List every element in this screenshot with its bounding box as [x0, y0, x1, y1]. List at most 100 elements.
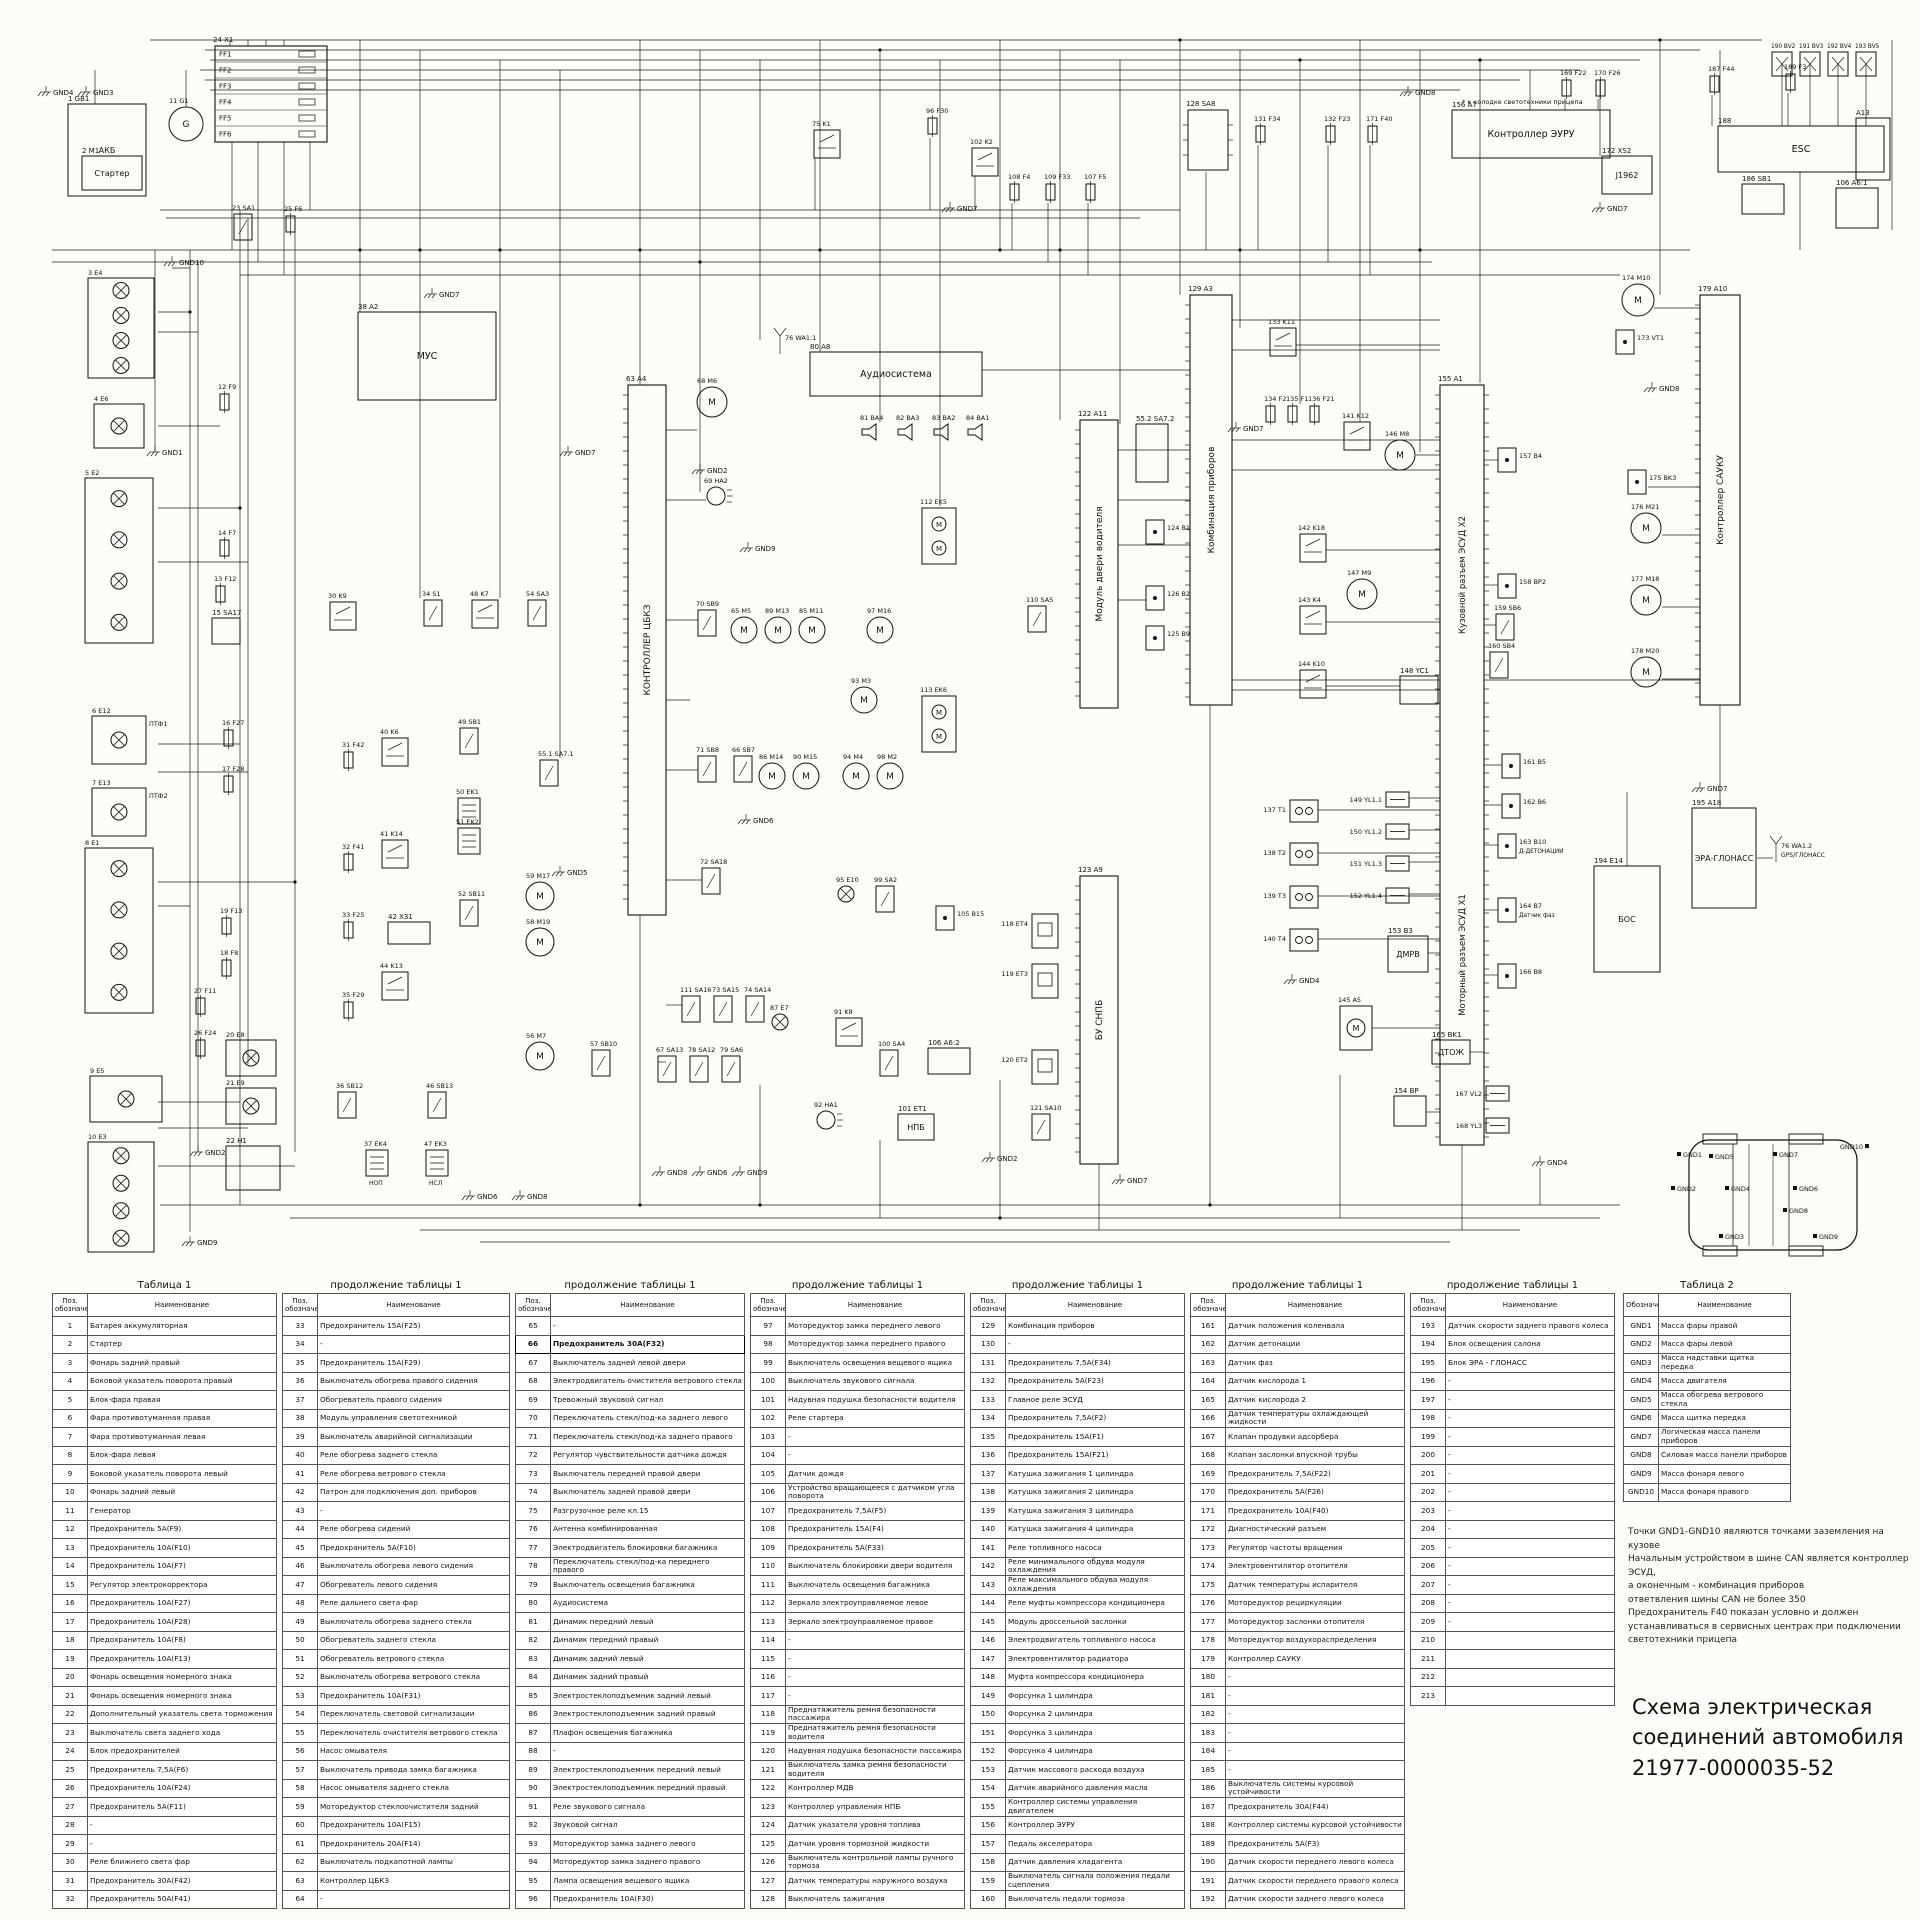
row-number: 74	[515, 1482, 551, 1502]
svg-text:153 B3: 153 B3	[1388, 927, 1413, 935]
row-number: 75	[515, 1501, 551, 1521]
title-line: Схема электрическая	[1632, 1695, 1873, 1719]
component-186-SB1: 186 SB1	[1741, 175, 1785, 215]
column-header: Поз. обозначение	[750, 1293, 786, 1317]
column-header: Наименование	[87, 1293, 277, 1317]
row-number: 155	[970, 1797, 1006, 1817]
component-25-F6: 25 F6	[284, 205, 302, 235]
component-10-E3: 10 E3	[87, 1133, 155, 1253]
row-name: Предохранитель 10А(F24)	[87, 1778, 277, 1798]
row-number: 90	[515, 1778, 551, 1798]
svg-text:63 A4: 63 A4	[626, 375, 647, 383]
row-number: 118	[750, 1704, 786, 1724]
component-35-F29: 35 F29	[342, 991, 364, 1021]
svg-text:M: M	[1642, 668, 1650, 678]
component-192-BV4: 192 BV4	[1827, 44, 1852, 77]
column-header: Поз. обозначение	[515, 1293, 551, 1317]
row-name: -	[1445, 1612, 1615, 1632]
component-83-BA2: 83 BA2	[932, 414, 955, 441]
component-75-K1: 75 K1	[812, 120, 841, 159]
row-number: 165	[1190, 1390, 1226, 1410]
row-number: 133	[970, 1390, 1006, 1410]
row-number: 132	[970, 1371, 1006, 1391]
svg-text:124 B1: 124 B1	[1167, 524, 1190, 532]
component-27-F11: 27 F11	[194, 987, 216, 1017]
svg-text:147 M9: 147 M9	[1347, 569, 1371, 577]
row-name: -	[1225, 1704, 1405, 1724]
row-name: Реле звукового сигнала	[550, 1797, 745, 1817]
row-name: Предохранитель 30А(F42)	[87, 1871, 277, 1891]
row-number: 113	[750, 1612, 786, 1632]
component-144-K10: 144 K10	[1298, 660, 1327, 699]
title-line: соединений автомобиля	[1632, 1725, 1904, 1750]
svg-text:83 BA2: 83 BA2	[932, 414, 955, 422]
row-number: 44	[282, 1519, 318, 1539]
component-138-T2: 138 T2	[1263, 842, 1319, 866]
component-16-F27: 16 F27	[222, 719, 244, 749]
column-header: Поз. обозначение	[52, 1293, 88, 1317]
row-number: 211	[1410, 1649, 1446, 1669]
svg-text:54 SA3: 54 SA3	[526, 590, 549, 598]
component-21-E9: 21 E9	[225, 1079, 277, 1125]
svg-text:81 BA4: 81 BA4	[860, 414, 883, 422]
svg-text:7 E13: 7 E13	[92, 779, 111, 787]
row-name: Аудиосистема	[550, 1593, 745, 1613]
svg-text:82 BA3: 82 BA3	[896, 414, 919, 422]
row-number: 94	[515, 1852, 551, 1872]
svg-text:131 F34: 131 F34	[1254, 115, 1280, 123]
row-number: 105	[750, 1464, 786, 1484]
svg-text:M: M	[1353, 1024, 1360, 1033]
svg-text:192 BV4: 192 BV4	[1827, 44, 1852, 50]
svg-text:Д-ДЕТОНАЦИИ: Д-ДЕТОНАЦИИ	[1519, 849, 1563, 855]
svg-text:БОС: БОС	[1618, 915, 1636, 924]
note-line: а оконечным - комбинация приборов	[1628, 1581, 1805, 1591]
row-name: Предохранитель 10А(F7)	[87, 1556, 277, 1576]
row-name: Предохранитель 30А(F44)	[1225, 1797, 1405, 1817]
row-number: 71	[515, 1427, 551, 1447]
row-name: Блок-фара левая	[87, 1445, 277, 1465]
component-173-VT1: 173 VT1	[1615, 329, 1664, 355]
row-number: 43	[282, 1501, 318, 1521]
svg-text:M: M	[936, 545, 942, 553]
row-name: Масса фонаря правого	[1658, 1482, 1791, 1502]
column-header: Наименование	[317, 1293, 510, 1317]
svg-text:128 SA8: 128 SA8	[1186, 100, 1215, 108]
table-row: 205-	[1410, 1538, 1615, 1558]
row-name: Боковой указатель поворота левый	[87, 1464, 277, 1484]
component-46-SB13: 46 SB13	[426, 1082, 453, 1119]
component-48-K7: 48 K7	[470, 590, 499, 629]
component-148-YC1: 148 YC1	[1399, 667, 1439, 705]
svg-text:178 M20: 178 M20	[1631, 647, 1659, 655]
row-number: 120	[750, 1741, 786, 1761]
svg-text:48 K7: 48 K7	[470, 590, 489, 598]
component-193-BV5: 193 BV5	[1855, 44, 1880, 77]
row-name: Выключатель задней левой двери	[550, 1353, 745, 1373]
row-number: 189	[1190, 1834, 1226, 1854]
row-name: Электровентилятор радиатора	[1005, 1649, 1185, 1669]
row-name: -	[1445, 1464, 1615, 1484]
row-number: 59	[282, 1797, 318, 1817]
svg-text:GND6: GND6	[477, 1193, 498, 1201]
row-name: -	[1445, 1575, 1615, 1595]
component-17-F28: 17 F28	[222, 765, 244, 795]
component-51-EK2: 51 EK2	[456, 818, 481, 855]
component-14-F7: 14 F7	[218, 529, 236, 559]
svg-text:99 SA2: 99 SA2	[874, 876, 897, 884]
row-number: 89	[515, 1760, 551, 1780]
